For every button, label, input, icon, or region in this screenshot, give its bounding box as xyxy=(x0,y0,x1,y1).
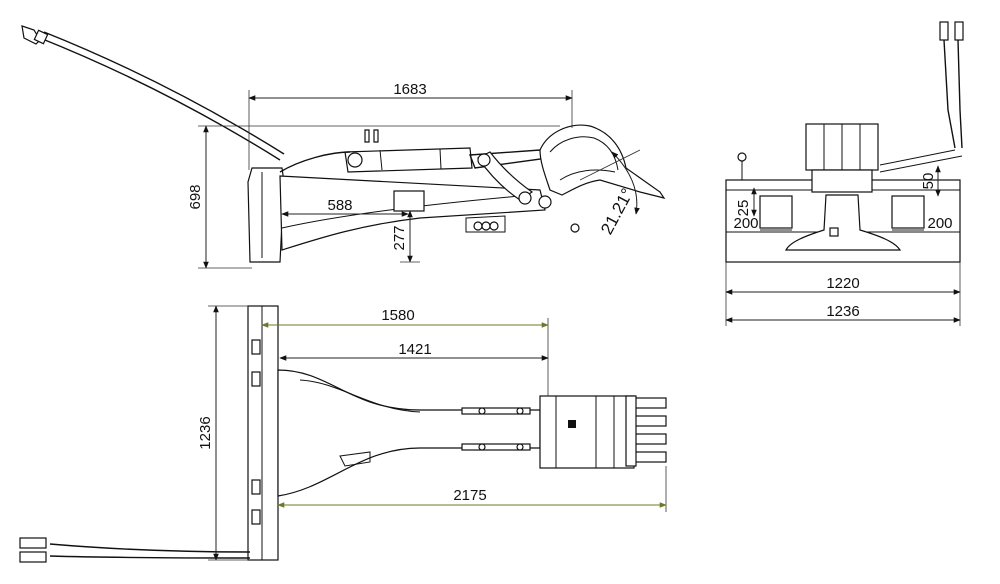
dim-top-width: 1236 xyxy=(197,305,248,561)
dim-front-bracket: 50 xyxy=(920,165,941,197)
front-center-arm xyxy=(785,194,902,251)
front-box-right xyxy=(891,195,925,229)
dim-top-arm: 1421 xyxy=(279,341,549,361)
dim-label-1683: 1683 xyxy=(393,81,426,98)
dim-label-2175: 2175 xyxy=(453,487,486,504)
dim-front-box-left: 200 xyxy=(733,215,792,232)
dim-label-1236-top: 1236 xyxy=(197,416,214,449)
bucket-top xyxy=(539,395,667,469)
hydraulic-hose-side xyxy=(21,25,285,161)
dim-front-offset: 25 xyxy=(735,187,757,217)
dim-top-total: 2175 xyxy=(277,466,667,512)
dim-label-1421: 1421 xyxy=(398,341,431,358)
bucket-teeth xyxy=(625,395,667,467)
link-brackets-top xyxy=(461,407,531,451)
top-view: 1236 1580 1421 2175 xyxy=(19,305,667,563)
dim-front-box-right: 200 xyxy=(892,215,953,232)
dim-label-588: 588 xyxy=(327,197,352,214)
hydraulic-hose-top xyxy=(19,537,251,563)
boom-holes xyxy=(465,215,506,233)
dim-side-height: 698 xyxy=(187,125,560,269)
dim-side-drop: 277 xyxy=(391,190,425,263)
dim-label-angle: 21.21° xyxy=(597,185,637,237)
side-view: 1683 698 588 277 21.21° xyxy=(21,25,666,269)
dim-side-inner: 588 xyxy=(281,197,409,217)
hydraulic-hose-front xyxy=(879,21,964,173)
front-box-left xyxy=(759,195,793,229)
dim-label-50: 50 xyxy=(920,173,937,190)
bucket-front xyxy=(737,123,879,193)
dim-front-inner-width: 1220 xyxy=(725,262,961,326)
dim-label-200-left: 200 xyxy=(733,215,758,232)
bucket-side xyxy=(539,124,666,199)
bucket-linkage xyxy=(477,151,580,233)
front-view: 25 200 200 50 1220 1236 xyxy=(725,21,964,326)
dim-label-698: 698 xyxy=(187,184,204,209)
dim-label-1580: 1580 xyxy=(381,307,414,324)
dim-label-25: 25 xyxy=(735,200,752,217)
dim-label-1220: 1220 xyxy=(826,275,859,292)
dim-label-200-right: 200 xyxy=(927,215,952,232)
dim-label-1236-front: 1236 xyxy=(826,303,859,320)
hydraulic-cylinder-side xyxy=(279,129,550,173)
mount-plate-side xyxy=(247,167,285,263)
dim-side-length: 1683 xyxy=(248,81,573,170)
boom-top xyxy=(277,369,541,497)
lift-eye-icon xyxy=(737,152,747,162)
dim-front-outer-width: 1236 xyxy=(725,303,961,323)
dim-label-277: 277 xyxy=(391,225,408,250)
